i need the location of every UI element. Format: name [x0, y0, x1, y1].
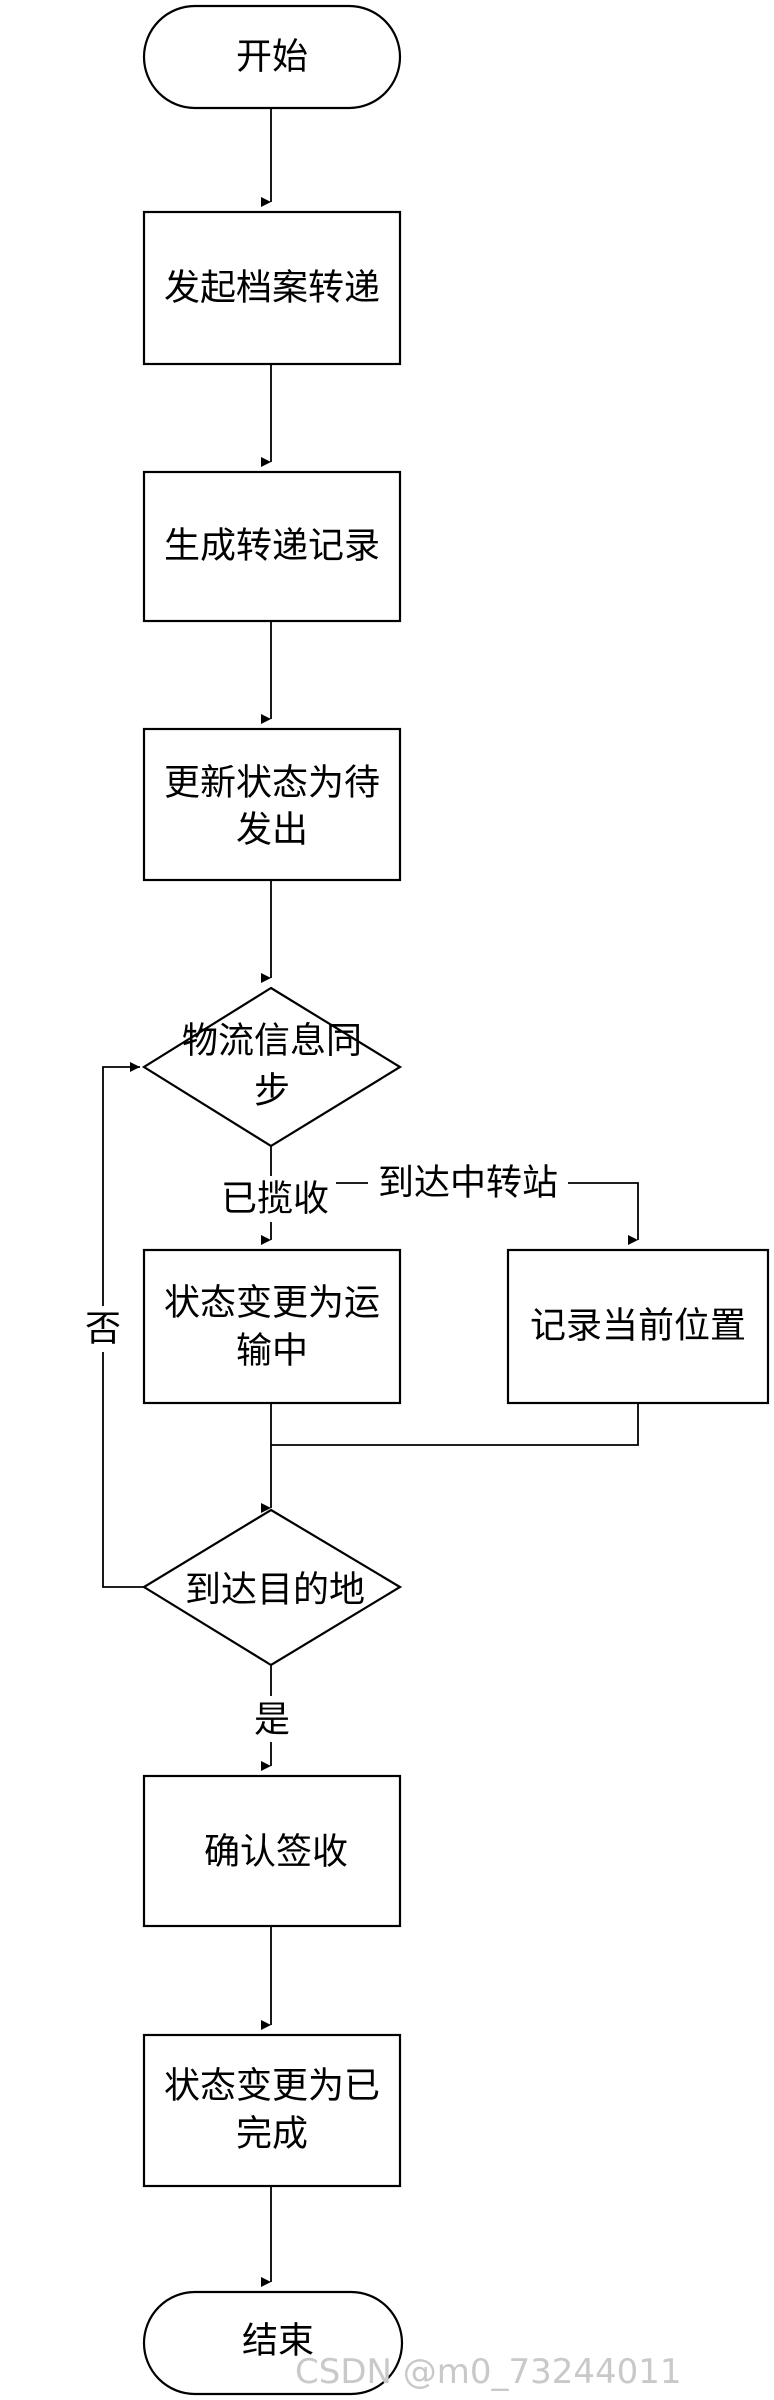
edge-label-picked-up: 已揽收	[221, 1179, 329, 1220]
node-record-location-label: 记录当前位置	[530, 1306, 746, 1347]
node-create-record: 生成转递记录	[142, 470, 402, 623]
edge-label-yes-group: 是	[250, 1696, 294, 1742]
node-arrived-decision: 到达目的地	[141, 1508, 403, 1667]
edge-label-transfer-station: 到达中转站	[378, 1163, 558, 1204]
node-completed-label-2: 完成	[236, 2114, 308, 2155]
watermark-text: CSDN @m0_73244011	[295, 2352, 682, 2392]
node-end: 结束	[142, 2290, 404, 2396]
node-initiate: 发起档案转递	[142, 210, 402, 366]
edge-label-no: 否	[85, 1309, 121, 1350]
edge-record-location-merge	[271, 1403, 639, 1446]
node-completed-label-1: 状态变更为已	[164, 2066, 380, 2107]
node-update-status: 更新状态为待 发出	[142, 727, 402, 882]
edge-label-transfer-station-group: 到达中转站	[368, 1160, 568, 1206]
node-confirm-label: 确认签收	[204, 1832, 348, 1873]
edge-label-no-group: 否	[82, 1306, 124, 1352]
node-start: 开始	[142, 4, 402, 110]
edge-label-yes: 是	[254, 1700, 290, 1741]
edge-label-picked-up-group: 已揽收	[214, 1176, 336, 1222]
node-create-record-label: 生成转递记录	[164, 526, 380, 567]
node-confirm: 确认签收	[142, 1774, 402, 1928]
node-in-transit-label-1: 状态变更为运	[164, 1283, 380, 1324]
node-update-status-label-1: 更新状态为待	[164, 763, 380, 804]
node-sync-decision: 物流信息同 步	[141, 986, 403, 1148]
node-in-transit-label-2: 输中	[236, 1331, 308, 1372]
node-update-status-label-2: 发出	[236, 810, 308, 851]
node-completed: 状态变更为已 完成	[142, 2033, 402, 2188]
node-sync-label-1: 物流信息同	[182, 1021, 362, 1062]
node-arrived-label: 到达目的地	[185, 1570, 365, 1611]
node-end-label: 结束	[242, 2321, 314, 2362]
node-record-location: 记录当前位置	[506, 1248, 770, 1405]
node-start-label: 开始	[236, 37, 308, 78]
node-initiate-label: 发起档案转递	[164, 268, 380, 309]
node-in-transit: 状态变更为运 输中	[142, 1248, 402, 1405]
node-sync-label-2: 步	[254, 1071, 290, 1112]
